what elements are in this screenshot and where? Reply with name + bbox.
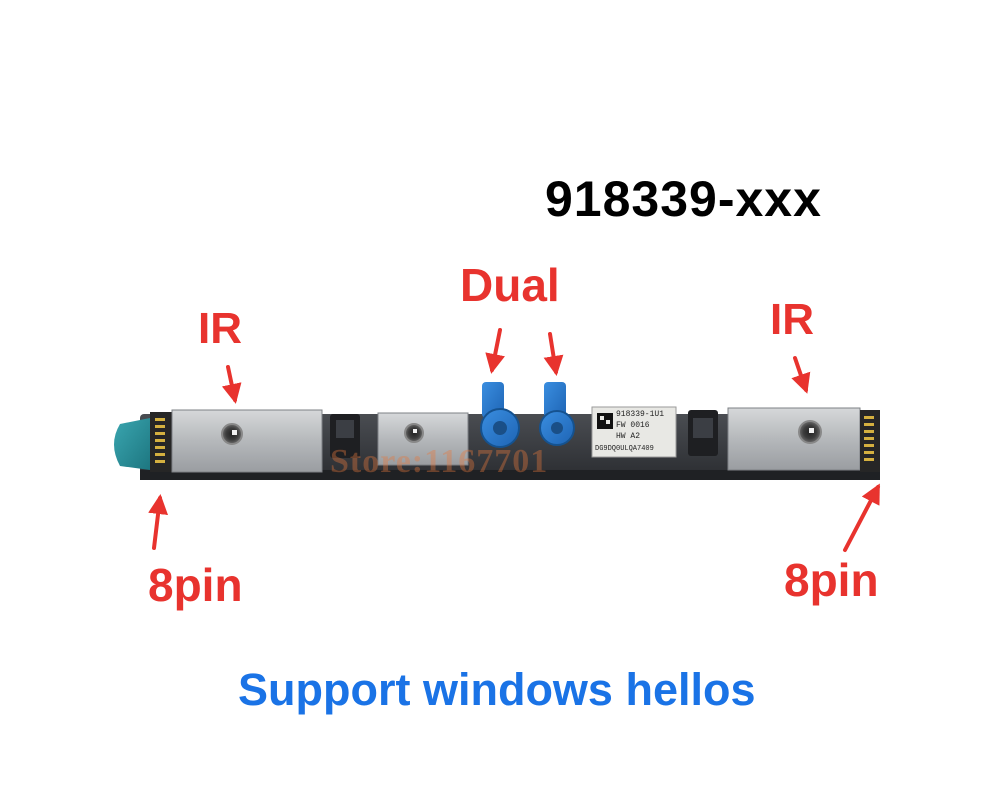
arrow-8pin-right [843,483,880,552]
arrow-dual-left [485,328,505,374]
right-ir-shield [727,407,861,471]
sticker-line-2: FW 0016 [616,421,650,430]
arrow-8pin-left [148,494,169,550]
ir-left-label: IR [198,304,242,353]
8pin-left-label: 8pin [148,559,243,611]
dual-camera-right [539,382,575,446]
part-number-label: 918339-xxx [545,171,822,227]
arrow-ir-left [221,365,242,404]
arrow-ir-right [791,356,811,394]
sticker-line-4: DG9DQ0ULQA7409 [595,445,654,453]
left-ir-shield [171,409,323,473]
dual-camera-left [480,382,520,448]
center-shield [377,412,469,466]
tagline: Support windows hellos [238,664,756,715]
sticker-text: 918339-1U1 FW 0016 HW A2 [616,409,664,442]
arrow-dual-right [543,332,564,376]
ir-right-label: IR [770,295,814,344]
8pin-right-label: 8pin [784,554,879,606]
right-8pin-connector [860,410,880,472]
dual-label: Dual [460,259,560,311]
left-cable-tab [114,418,150,470]
sticker-line-3: HW A2 [616,432,641,441]
store-watermark: Store:1167701 [330,443,549,480]
sticker-line-1: 918339-1U1 [616,410,665,419]
